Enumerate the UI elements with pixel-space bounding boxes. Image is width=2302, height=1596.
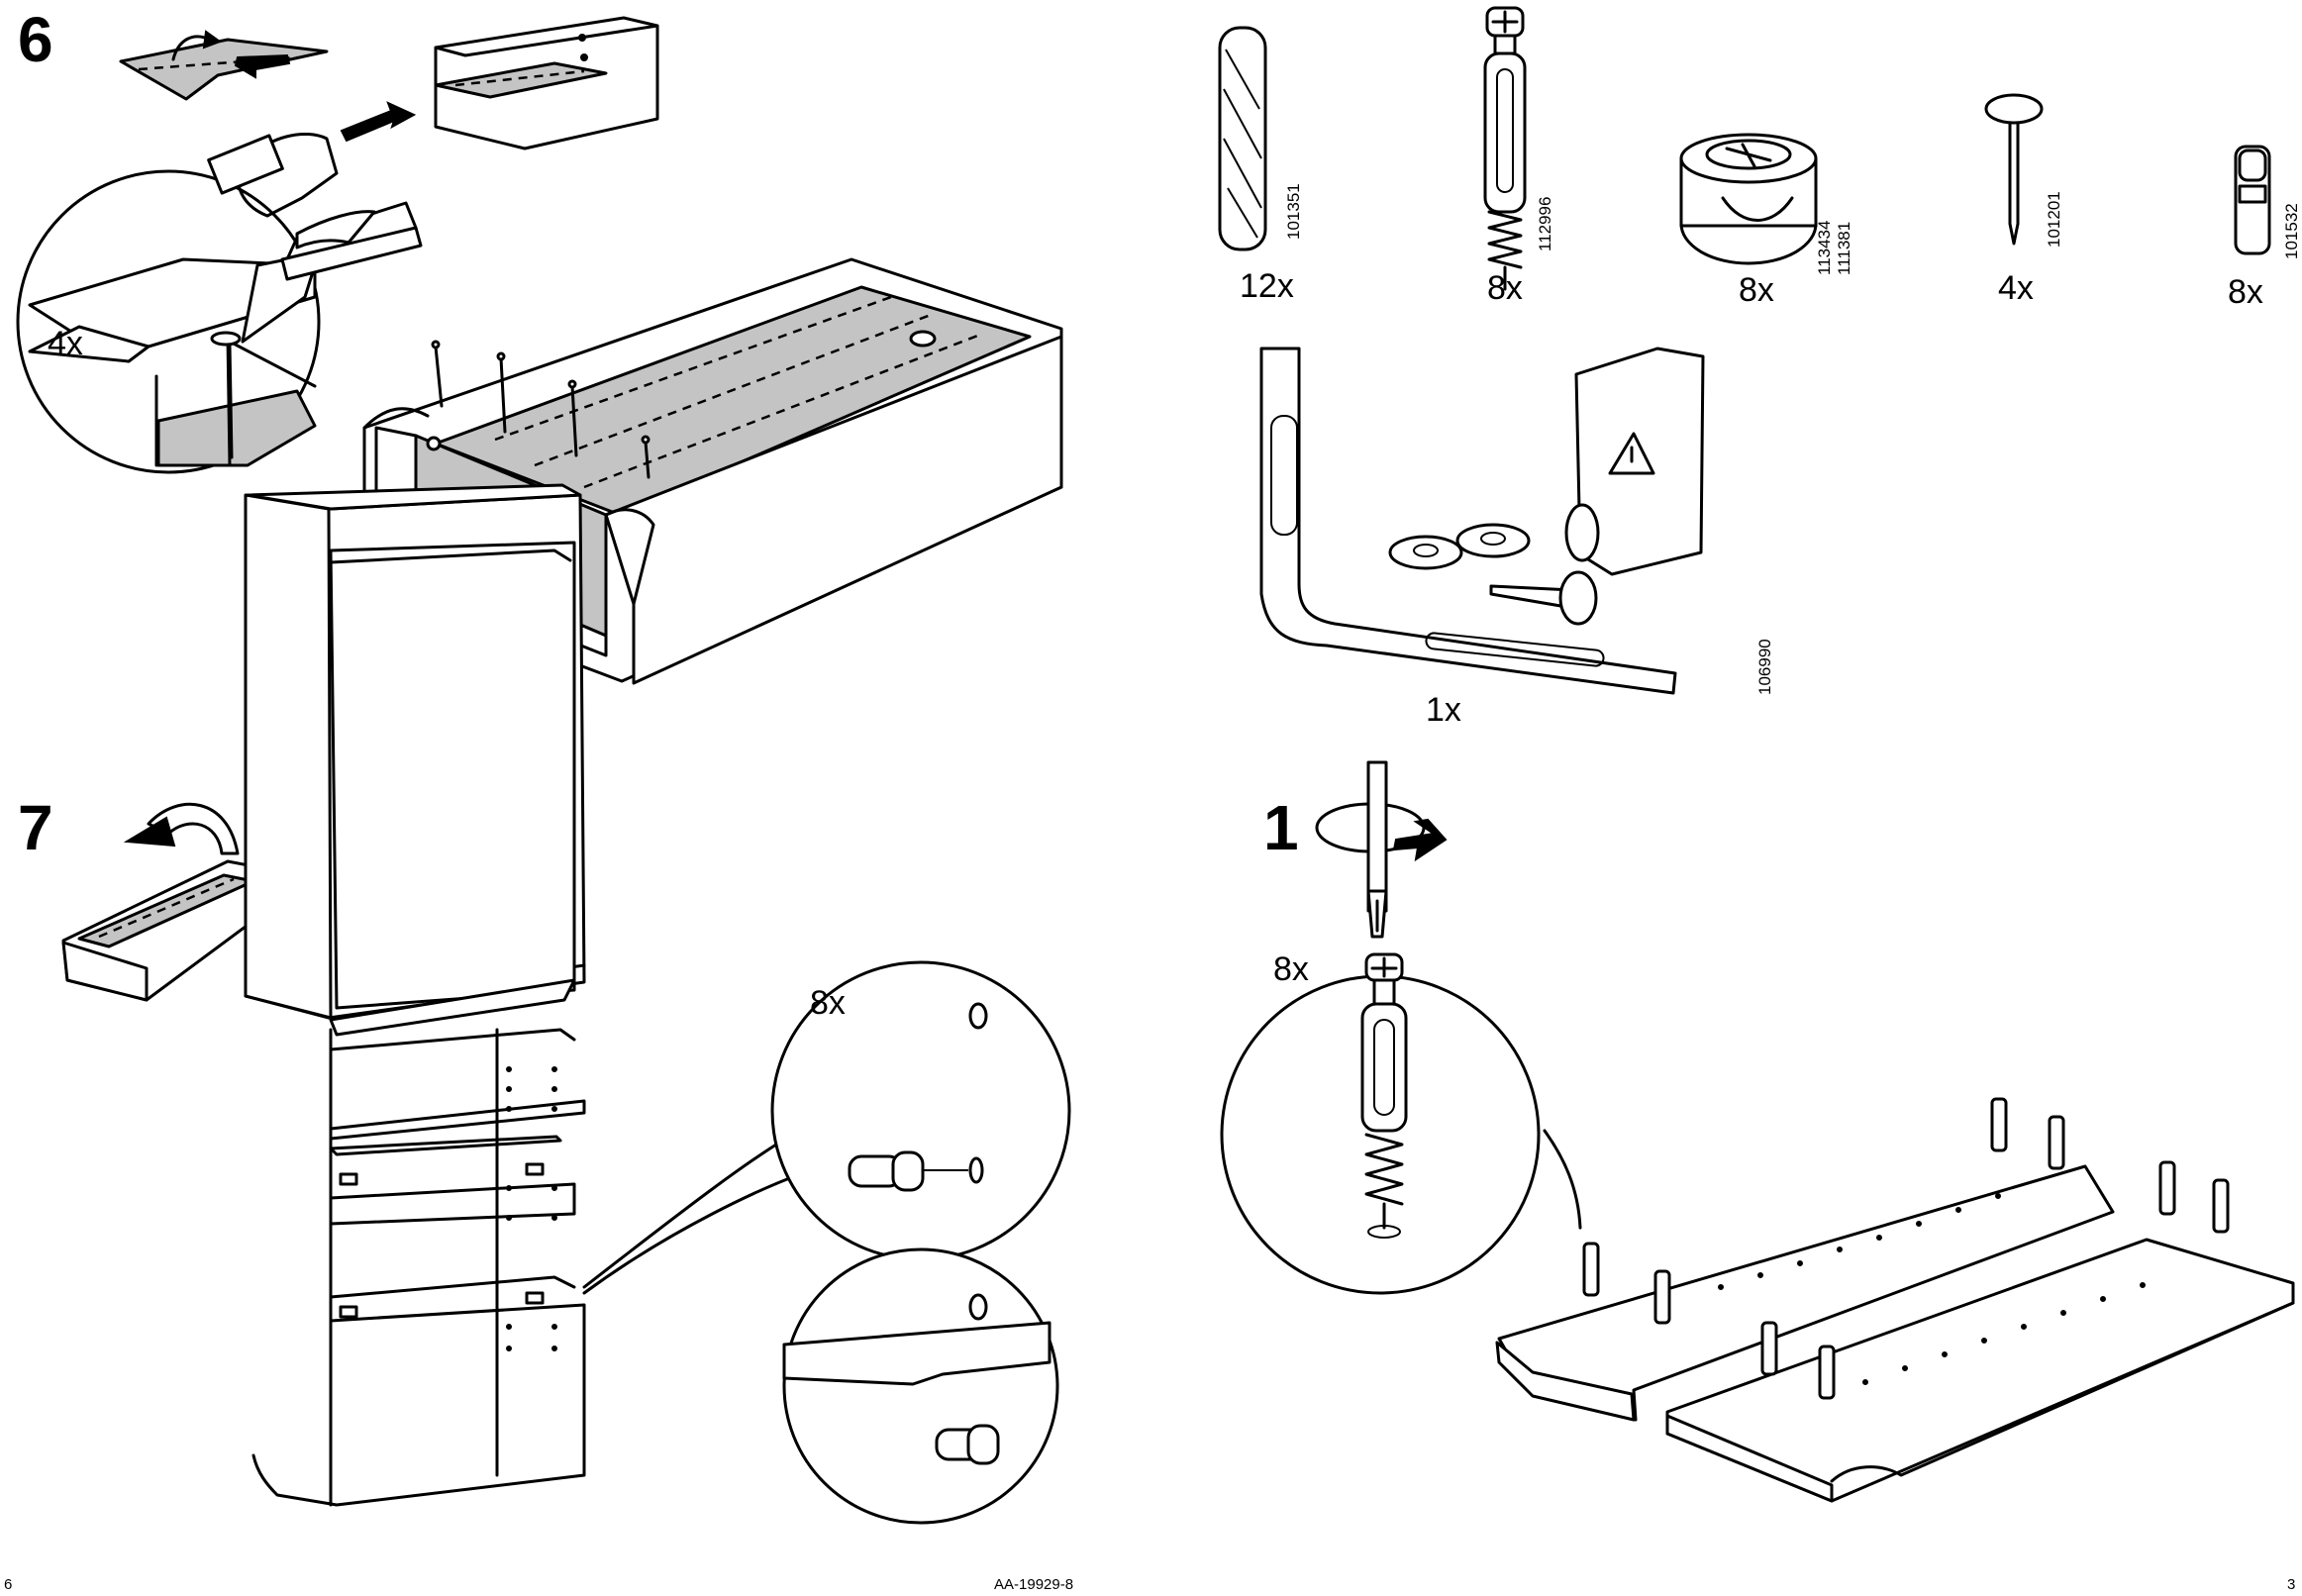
step-1-number: 1 bbox=[1263, 792, 1299, 863]
panel-holes bbox=[1718, 1193, 2146, 1385]
step-1-screw-count: 8x bbox=[1273, 950, 1309, 988]
shelf-pin-icon bbox=[2234, 145, 2271, 255]
part-quantity: 1x bbox=[1426, 691, 1461, 729]
part-code: 101351 bbox=[1284, 183, 1303, 240]
footer: 6 AA-19929-8 3 bbox=[4, 1576, 2295, 1593]
part-quantity: 8x bbox=[1487, 269, 1523, 307]
cam-stud-icon bbox=[1483, 6, 1527, 291]
flip-arrow-icon bbox=[123, 802, 240, 855]
drawer-back-insert-illustration bbox=[340, 16, 659, 150]
part-quantity: 8x bbox=[1739, 271, 1774, 309]
back-panel-fold-illustration bbox=[119, 30, 329, 101]
finished-drawer-illustration bbox=[61, 859, 271, 1002]
step-7-pin-count: 8x bbox=[810, 984, 846, 1022]
part-code: 106990 bbox=[1755, 639, 1774, 695]
part-quantity: 4x bbox=[1998, 269, 2034, 307]
step-6-nail-count: 4x bbox=[48, 325, 83, 362]
part-code: 113434 bbox=[1815, 221, 1834, 275]
shelf-holes bbox=[506, 1066, 557, 1351]
step-7: 7 bbox=[18, 483, 1071, 1525]
document-id: AA-19929-8 bbox=[994, 1576, 1073, 1593]
parts-list: 101351 12x 112996 8x 113434 111381 8x bbox=[1218, 6, 2301, 729]
step-1: 1 8x bbox=[1220, 760, 2295, 1503]
part-code: 101532 bbox=[2282, 203, 2301, 259]
bookcase-illustration bbox=[244, 483, 586, 1507]
shelf-pin-detail-callout: 8x bbox=[582, 960, 1071, 1525]
wooden-dowel-icon bbox=[1218, 26, 1267, 251]
side-panels-illustration bbox=[1495, 1097, 2295, 1503]
page-number-left: 6 bbox=[4, 1576, 12, 1593]
part-code-alt: 111381 bbox=[1835, 222, 1853, 275]
part-quantity: 8x bbox=[2228, 273, 2263, 311]
page-number-right: 3 bbox=[2287, 1576, 2295, 1593]
step-7-number: 7 bbox=[18, 792, 53, 863]
cam-studs-row bbox=[1582, 1097, 2230, 1400]
part-code: 101201 bbox=[2045, 191, 2063, 248]
nail-icon bbox=[1984, 93, 2044, 246]
wall-bracket-kit-icon bbox=[1259, 347, 1705, 695]
part-quantity: 12x bbox=[1240, 267, 1294, 305]
cam-stud-install-detail: 8x bbox=[1220, 950, 1582, 1295]
screwdriver-icon bbox=[1315, 760, 1448, 939]
step-6-number: 6 bbox=[18, 4, 53, 75]
cam-lock-nut-icon bbox=[1679, 133, 1818, 265]
part-code: 112996 bbox=[1536, 197, 1554, 251]
nailing-detail-illustration: 4x bbox=[16, 132, 423, 474]
